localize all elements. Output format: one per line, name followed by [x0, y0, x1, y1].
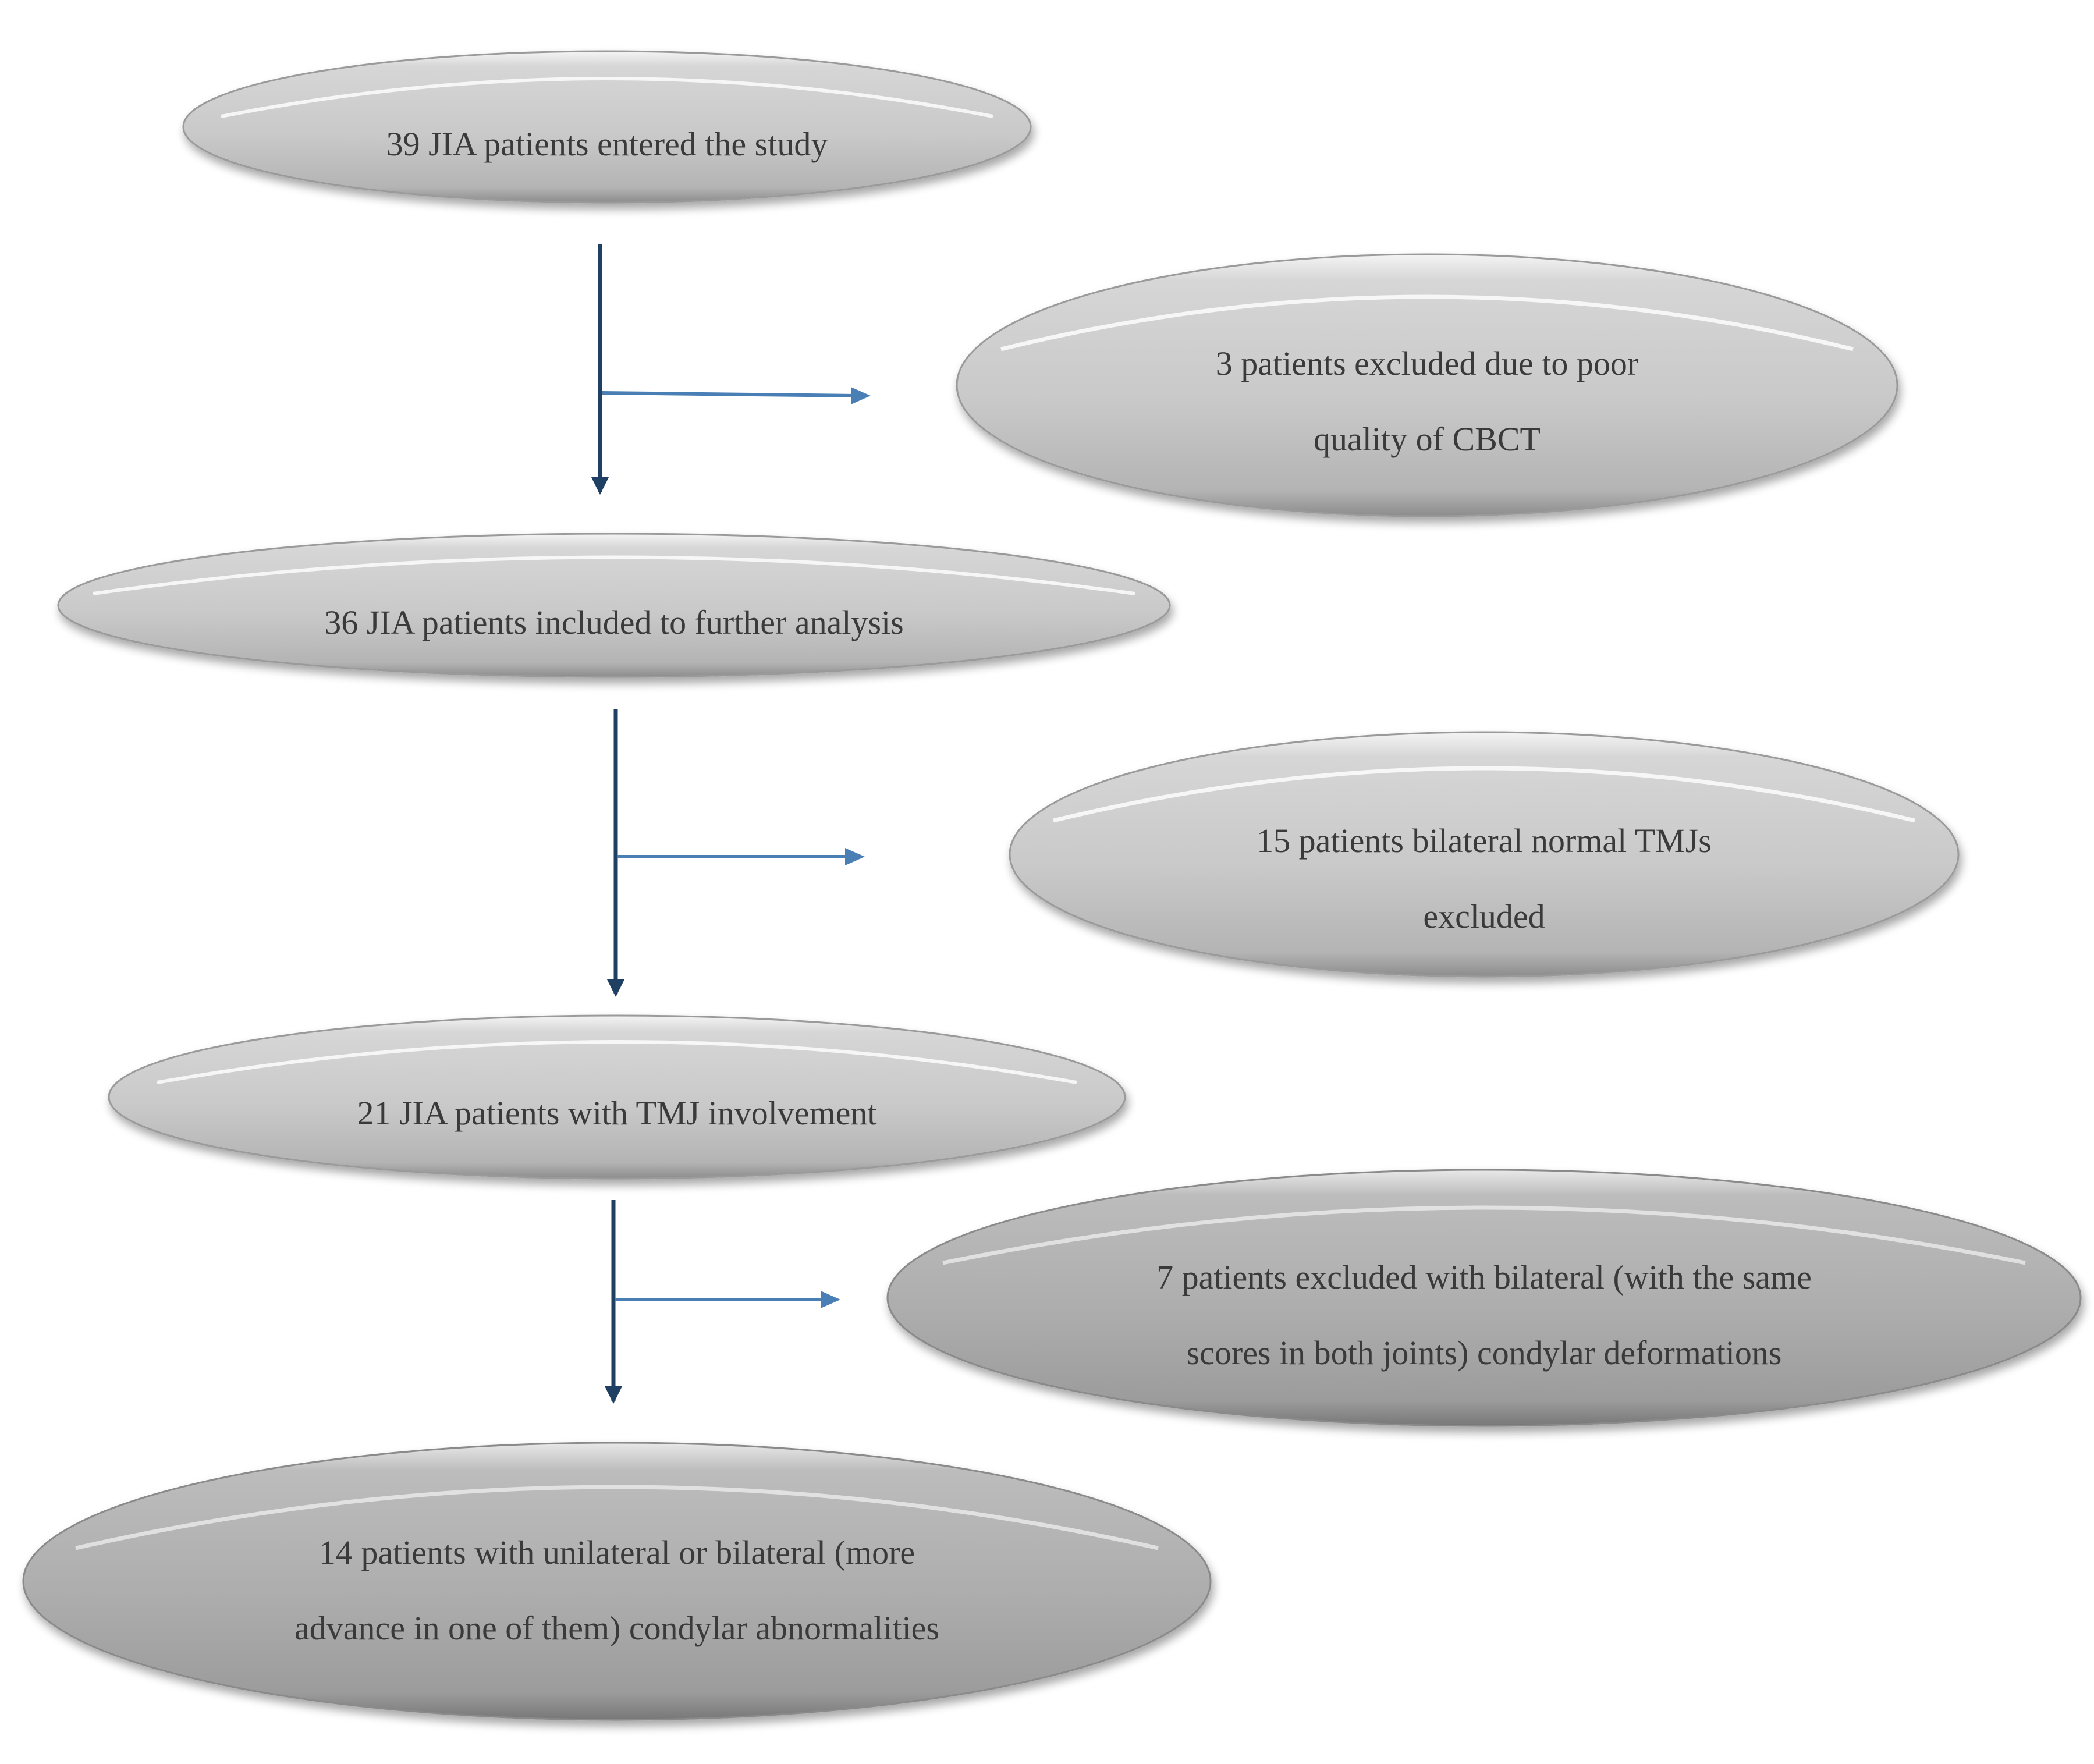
node-final: 14 patients with unilateral or bilateral…	[93, 1515, 1141, 1666]
node-included-highlight	[93, 555, 1135, 595]
node-tmj-involvement-highlight	[157, 1040, 1077, 1084]
node-excluded-cbct: 3 patients excluded due to poor quality …	[1024, 326, 1830, 477]
node-entered-highlight	[221, 77, 993, 118]
node-excluded-normal-highlight	[1053, 766, 1915, 823]
node-excluded-normal-line-2: excluded	[1423, 897, 1545, 935]
node-excluded-bilateral-line-2: scores in both joints) condylar deformat…	[1186, 1334, 1782, 1372]
node-final-shape	[22, 1442, 1212, 1721]
node-excluded-cbct-shape	[956, 253, 1898, 517]
node-excluded-normal-line-1: 15 patients bilateral normal TMJs	[1257, 822, 1712, 860]
node-final-line-2: advance in one of them) condylar abnorma…	[294, 1609, 940, 1647]
node-final-line-1: 14 patients with unilateral or bilateral…	[318, 1534, 915, 1571]
node-included-line-1: 36 JIA patients included to further anal…	[324, 604, 904, 641]
node-excluded-cbct-line-2: quality of CBCT	[1314, 420, 1541, 458]
arrow-down-3-head	[605, 1386, 622, 1404]
node-excluded-bilateral-highlight	[942, 1205, 2026, 1265]
node-excluded-normal-shape	[1009, 731, 1960, 978]
arrow-branch-1	[601, 391, 856, 397]
node-tmj-involvement-shape	[108, 1014, 1126, 1180]
node-tmj-involvement: 21 JIA patients with TMJ involvement	[151, 1076, 1083, 1151]
arrow-down-1-head	[591, 477, 609, 495]
node-excluded-normal: 15 patients bilateral normal TMJs exclud…	[1083, 803, 1886, 954]
arrow-branch-1-head	[851, 387, 871, 404]
arrow-branch-2-head	[845, 848, 865, 865]
node-final-highlight	[75, 1485, 1159, 1550]
node-entered: 39 JIA patients entered the study	[244, 107, 970, 182]
arrow-down-2-head	[607, 979, 624, 997]
node-included: 36 JIA patients included to further anal…	[99, 585, 1129, 661]
node-excluded-cbct-line-1: 3 patients excluded due to poor	[1215, 345, 1639, 382]
node-excluded-bilateral-shape	[886, 1169, 2082, 1427]
node-included-shape	[57, 533, 1171, 678]
node-excluded-bilateral: 7 patients excluded with bilateral (with…	[954, 1240, 2014, 1391]
node-excluded-cbct-highlight	[1000, 294, 1854, 352]
arrow-branch-3-head	[821, 1291, 840, 1308]
node-tmj-involvement-line-1: 21 JIA patients with TMJ involvement	[357, 1094, 877, 1132]
node-entered-line-1: 39 JIA patients entered the study	[386, 125, 828, 163]
node-excluded-bilateral-line-1: 7 patients excluded with bilateral (with…	[1156, 1258, 1812, 1296]
